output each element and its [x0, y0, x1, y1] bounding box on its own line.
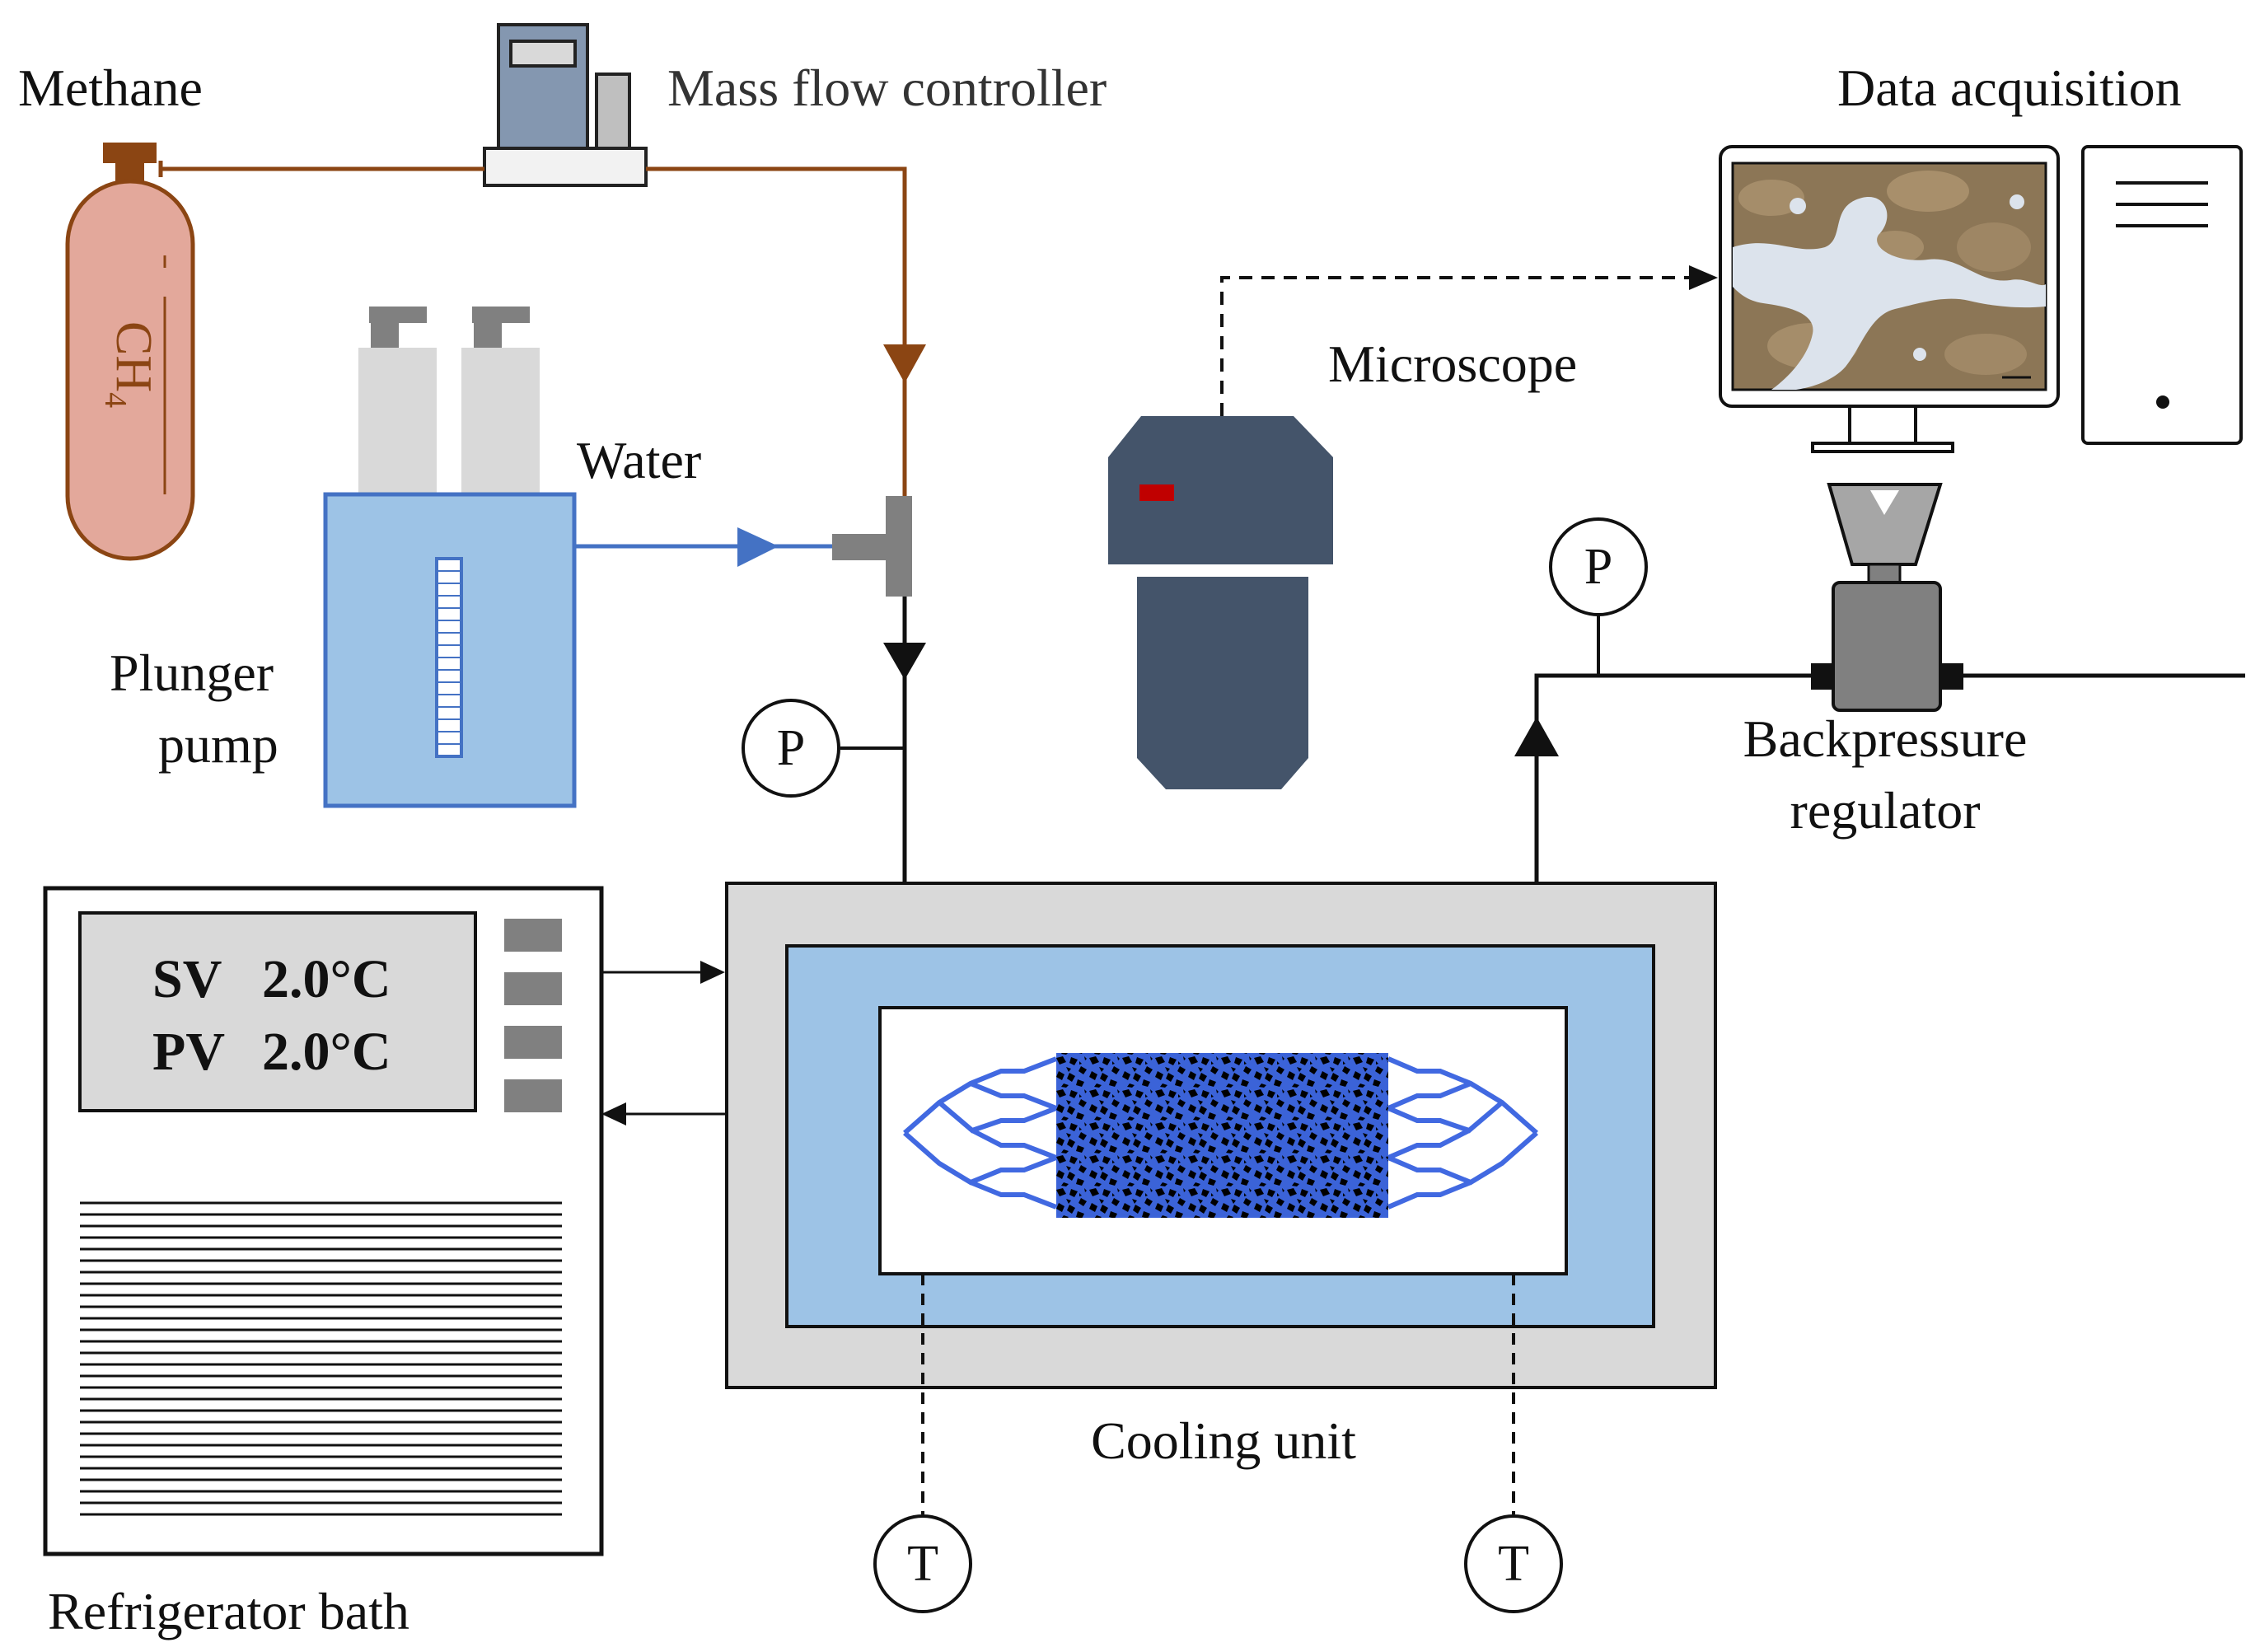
svg-text:P: P [777, 720, 805, 776]
pressure-gauge-outlet: P [1549, 517, 1648, 676]
inlet-flow-arrow [883, 643, 926, 680]
bath-display [78, 911, 477, 1112]
coolant-supply-arrow [700, 961, 725, 984]
mixing-tee [832, 496, 912, 597]
bath-vent-grille [80, 1201, 562, 1516]
pump-cylinder-right [461, 348, 540, 494]
backpressure-regulator [1811, 483, 1963, 712]
computer-tower [2081, 145, 2243, 445]
outlet-flow-arrow [1514, 717, 1559, 756]
gas-line [158, 161, 907, 498]
microscope-indicator [1139, 484, 1174, 501]
backpressure-regulator-label-line1: Backpressure [1743, 709, 2028, 768]
mass-flow-controller-label: Mass flow controller [667, 58, 1107, 117]
plunger-pump-label-line1: Plunger [110, 643, 274, 702]
microscope-label: Microscope [1328, 335, 1577, 393]
bath-button-4 [504, 1079, 562, 1112]
monitor [1719, 145, 2060, 453]
svg-text:P: P [1584, 539, 1612, 595]
pressure-gauge-inlet: P [742, 699, 905, 798]
porous-medium [1056, 1053, 1388, 1218]
plunger-pump [323, 307, 577, 808]
setpoint-readout: SV [152, 949, 222, 1009]
mass-flow-controller [483, 23, 648, 187]
svg-text:T: T [907, 1536, 938, 1592]
microscope [1108, 416, 1333, 789]
refrigerator-bath: SV 2.0°C PV 2.0°C [43, 886, 604, 1556]
backpressure-regulator-label-line2: regulator [1790, 781, 1981, 840]
bath-button-3 [504, 1026, 562, 1059]
mfc-base [483, 147, 648, 187]
process-value: 2.0°C [262, 1022, 391, 1082]
bath-button-2 [504, 972, 562, 1005]
pump-cylinder-left [358, 348, 437, 494]
methane-label: Methane [18, 58, 203, 117]
water-flow-arrow [737, 527, 779, 567]
signal-line [1220, 276, 1706, 416]
micromodel-chip [903, 1053, 1538, 1218]
gas-formula: CH4 [98, 321, 161, 408]
power-led [2156, 395, 2169, 409]
mfc-side-unit [595, 73, 631, 150]
plunger-pump-label-line2: pump [158, 715, 278, 774]
process-value-readout: PV [152, 1022, 225, 1082]
bath-button-1 [504, 919, 562, 952]
microscope-objective [1137, 746, 1308, 789]
microscope-body [1137, 577, 1308, 746]
refrigerator-bath-label: Refrigerator bath [48, 1582, 409, 1640]
methane-cylinder: CH4 [65, 143, 195, 561]
microscope-head [1108, 416, 1333, 564]
cooling-unit-label: Cooling unit [1091, 1411, 1356, 1470]
svg-text:T: T [1498, 1536, 1529, 1592]
water-label: Water [577, 431, 701, 489]
outlet-collection-channels [1387, 1056, 1538, 1210]
signal-arrow [1689, 265, 1718, 290]
regulator-body [1832, 581, 1942, 712]
monitor-neck [1848, 405, 1917, 445]
cylinder-valve-cap [103, 143, 157, 163]
pump-level-gauge [435, 557, 463, 758]
coolant-lines [601, 971, 727, 1116]
inlet-distribution-channels [903, 1056, 1058, 1210]
monitor-base [1811, 442, 1954, 453]
coolant-return-arrow [601, 1102, 626, 1126]
temperature-probe-left: T [873, 1274, 972, 1613]
regulator-handle [1827, 483, 1943, 566]
gas-flow-arrow [883, 344, 926, 383]
data-acquisition-label: Data acquisition [1837, 58, 2182, 117]
cylinder-body [65, 179, 195, 561]
microscope-image [1733, 171, 2046, 390]
mfc-display [509, 40, 577, 68]
temperature-probe-right: T [1464, 1274, 1563, 1613]
setpoint-value: 2.0°C [262, 949, 391, 1009]
